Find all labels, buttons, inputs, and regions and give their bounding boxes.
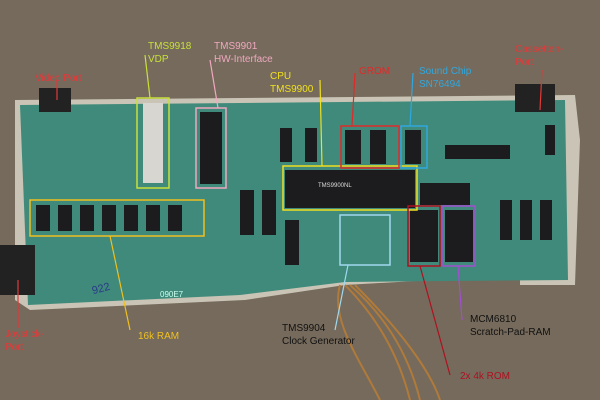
label-joystick-port: Joystick-Port bbox=[5, 329, 44, 353]
label-cassette-port: Cassetten-Port bbox=[515, 44, 564, 68]
label-rom: 2x 4k ROM bbox=[460, 371, 511, 382]
label-grom: GROM bbox=[359, 66, 391, 77]
cpu-chip-marking: TMS9900NL bbox=[318, 183, 352, 189]
board-id-print: 090E7 bbox=[160, 290, 184, 299]
leader-lines bbox=[17, 54, 543, 376]
label-video-port: Video Port bbox=[35, 73, 82, 84]
wires bbox=[337, 284, 441, 400]
highlight-boxes bbox=[29, 97, 476, 267]
chips bbox=[36, 112, 555, 265]
video-port-connector bbox=[39, 88, 71, 112]
cassette-port-connector bbox=[515, 84, 555, 112]
label-16k-ram: 16k RAM bbox=[138, 331, 180, 342]
vdp-heatsink bbox=[143, 103, 163, 183]
